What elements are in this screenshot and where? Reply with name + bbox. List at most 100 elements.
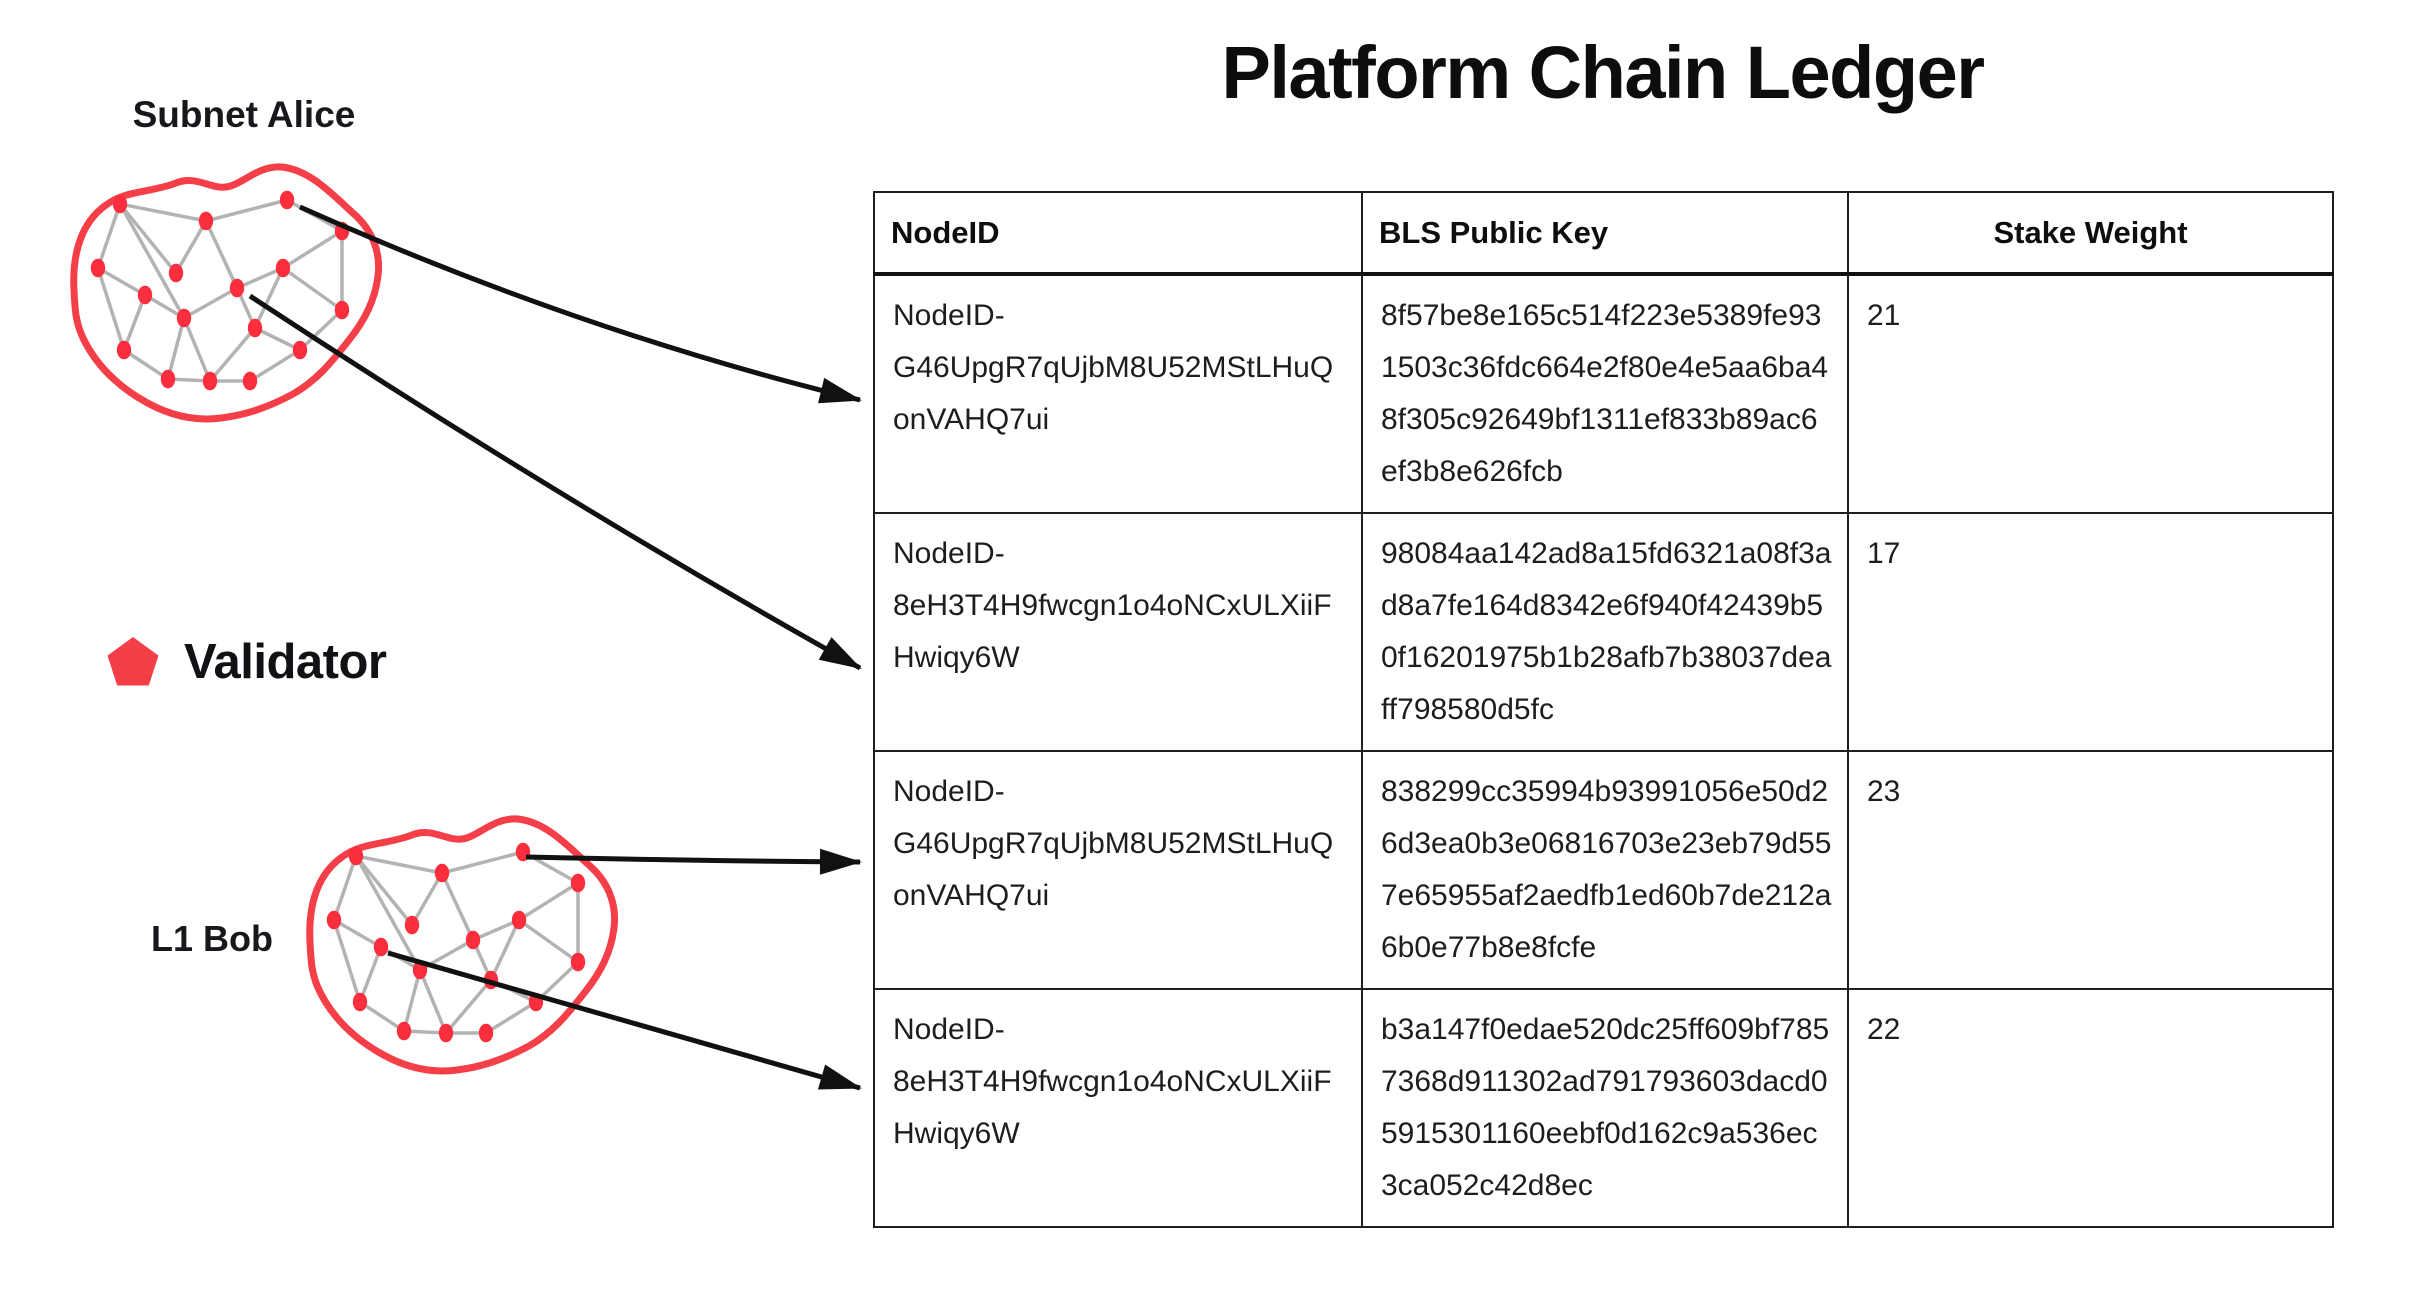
peer-link	[517, 918, 580, 964]
validator-node	[334, 300, 350, 320]
bls-public-key-cell: 8f57be8e165c514f223e5389fe931503c36fdc66…	[1361, 273, 1849, 514]
peer-link	[332, 919, 362, 1003]
peer-link	[472, 918, 520, 942]
peer-link	[236, 266, 284, 290]
validator-node	[242, 371, 258, 391]
peer-link	[122, 294, 147, 351]
peer-link	[205, 198, 288, 223]
validator-node	[202, 371, 218, 391]
validator-node	[247, 318, 263, 338]
subnet-alice-network	[70, 163, 383, 423]
peer-link	[440, 872, 475, 941]
peer-link	[358, 946, 383, 1003]
peer-link	[333, 918, 382, 949]
validator-node	[137, 285, 153, 305]
nodeid-cell: NodeID-8eH3T4H9fwcgn1o4oNCxULXiiFHwiqy6W	[873, 988, 1363, 1228]
validator-node	[434, 863, 450, 883]
validator-node	[160, 369, 176, 389]
validator-node	[396, 1021, 412, 1041]
ledger-mapping-arrow	[248, 293, 862, 671]
validator-node	[352, 992, 368, 1012]
validator-node	[438, 1023, 454, 1043]
peer-link	[96, 203, 122, 269]
platform-chain-ledger-table: NodeID BLS Public Key Stake Weight NodeI…	[873, 191, 2334, 1228]
peer-link	[332, 855, 358, 921]
validator-node	[570, 952, 586, 972]
validator-node	[279, 190, 295, 210]
peer-link	[485, 1000, 537, 1035]
nodeid-cell: NodeID-G46UpgR7qUjbM8U52MStLHuQonVAHQ7ui	[873, 750, 1363, 990]
column-header-stake-weight: Stake Weight	[1847, 191, 2334, 276]
validator-node	[229, 278, 245, 298]
table-row: NodeID-8eH3T4H9fwcgn1o4oNCxULXiiFHwiqy6W…	[873, 988, 2334, 1228]
nodeid-cell: NodeID-8eH3T4H9fwcgn1o4oNCxULXiiFHwiqy6W	[873, 512, 1363, 752]
validator-node	[275, 258, 291, 278]
validator-pentagon-icon	[107, 637, 159, 686]
peer-link	[441, 850, 524, 875]
validator-node	[198, 211, 214, 231]
peer-link	[119, 202, 207, 223]
peer-link	[253, 267, 285, 329]
validator-node	[478, 1023, 494, 1043]
peer-link	[354, 854, 414, 927]
peer-link	[489, 919, 521, 981]
validator-node	[116, 340, 132, 360]
peer-link	[97, 266, 146, 297]
validator-node	[112, 194, 128, 214]
peer-link	[174, 220, 208, 274]
peer-link	[518, 881, 579, 922]
ledger-mapping-arrow	[525, 848, 862, 875]
table-row: NodeID-8eH3T4H9fwcgn1o4oNCxULXiiFHwiqy6W…	[873, 512, 2334, 752]
table-header-row: NodeID BLS Public Key Stake Weight	[873, 191, 2334, 276]
peer-link	[359, 1000, 405, 1033]
peer-link	[123, 348, 169, 381]
peer-link	[166, 317, 186, 380]
peer-link	[254, 326, 301, 352]
peer-link	[355, 854, 443, 875]
peer-link	[298, 308, 344, 352]
validator-node	[168, 263, 184, 283]
stake-weight-cell: 22	[1847, 988, 2334, 1228]
validator-node	[90, 258, 106, 278]
bls-public-key-cell: 98084aa142ad8a15fd6321a08f3ad8a7fe164d83…	[1361, 512, 1849, 752]
l1-bob-network	[306, 815, 619, 1075]
peer-link	[402, 969, 422, 1032]
subnet-boundary-outline	[306, 815, 619, 1075]
column-header-bls-public-key: BLS Public Key	[1361, 191, 1849, 276]
stake-weight-cell: 23	[1847, 750, 2334, 990]
bls-public-key-cell: 838299cc35994b93991056e50d26d3ea0b3e0681…	[1361, 750, 1849, 990]
stake-weight-cell: 17	[1847, 512, 2334, 752]
peer-link	[96, 267, 126, 351]
table-row: NodeID-G46UpgR7qUjbM8U52MStLHuQonVAHQ7ui…	[873, 750, 2334, 990]
peer-link	[182, 317, 212, 382]
validator-legend: Validator	[106, 634, 387, 690]
peer-link	[354, 855, 422, 971]
ledger-mapping-arrow	[387, 950, 862, 1091]
subnet-boundary-outline	[70, 163, 383, 423]
validator-node	[404, 915, 420, 935]
column-header-nodeid: NodeID	[873, 191, 1363, 276]
peer-link	[249, 348, 301, 383]
bls-public-key-cell: b3a147f0edae520dc25ff609bf7857368d911302…	[1361, 988, 1849, 1228]
page-title: Platform Chain Ledger	[1221, 31, 1985, 114]
l1-bob-label: L1 Bob	[151, 918, 273, 959]
peer-link	[208, 326, 257, 383]
validator-node	[511, 910, 527, 930]
validator-node	[465, 930, 481, 950]
peer-link	[118, 203, 186, 319]
validator-node	[326, 910, 342, 930]
validator-legend-label: Validator	[184, 635, 387, 689]
subnet-alice-label: Subnet Alice	[132, 94, 356, 135]
peer-link	[204, 220, 239, 289]
peer-link	[418, 969, 448, 1034]
peer-link	[282, 229, 343, 270]
validator-node	[570, 873, 586, 893]
ledger-mapping-arrow	[298, 204, 862, 404]
nodeid-cell: NodeID-G46UpgR7qUjbM8U52MStLHuQonVAHQ7ui	[873, 273, 1363, 514]
peer-link	[410, 872, 444, 926]
table-row: NodeID-G46UpgR7qUjbM8U52MStLHuQonVAHQ7ui…	[873, 273, 2334, 514]
peer-link	[281, 266, 344, 312]
peer-link	[118, 202, 178, 275]
validator-node	[348, 846, 364, 866]
